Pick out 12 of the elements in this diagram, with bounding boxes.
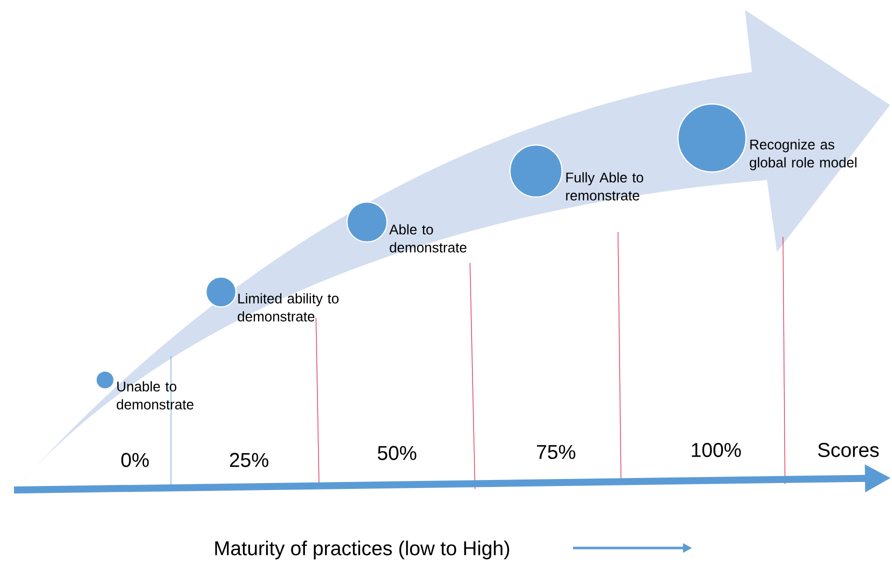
scale-label: Scores <box>818 442 879 458</box>
level-label: Limited ability to demonstrate <box>238 293 339 322</box>
level-label: Unable to demonstrate <box>116 381 194 410</box>
scale-label: 0% <box>121 452 149 468</box>
scale-label: 50% <box>378 446 416 460</box>
scale-label: 100% <box>692 442 741 458</box>
scale-label: Maturity of practices (low to High) <box>215 540 510 560</box>
scale-label: 75% <box>537 444 576 460</box>
level-label: Recognize as global role model <box>750 139 856 170</box>
level-label: Able to demonstrate <box>389 224 466 252</box>
level-label: Fully Able to remonstrate <box>566 172 644 200</box>
scale-label: 25% <box>230 452 268 468</box>
